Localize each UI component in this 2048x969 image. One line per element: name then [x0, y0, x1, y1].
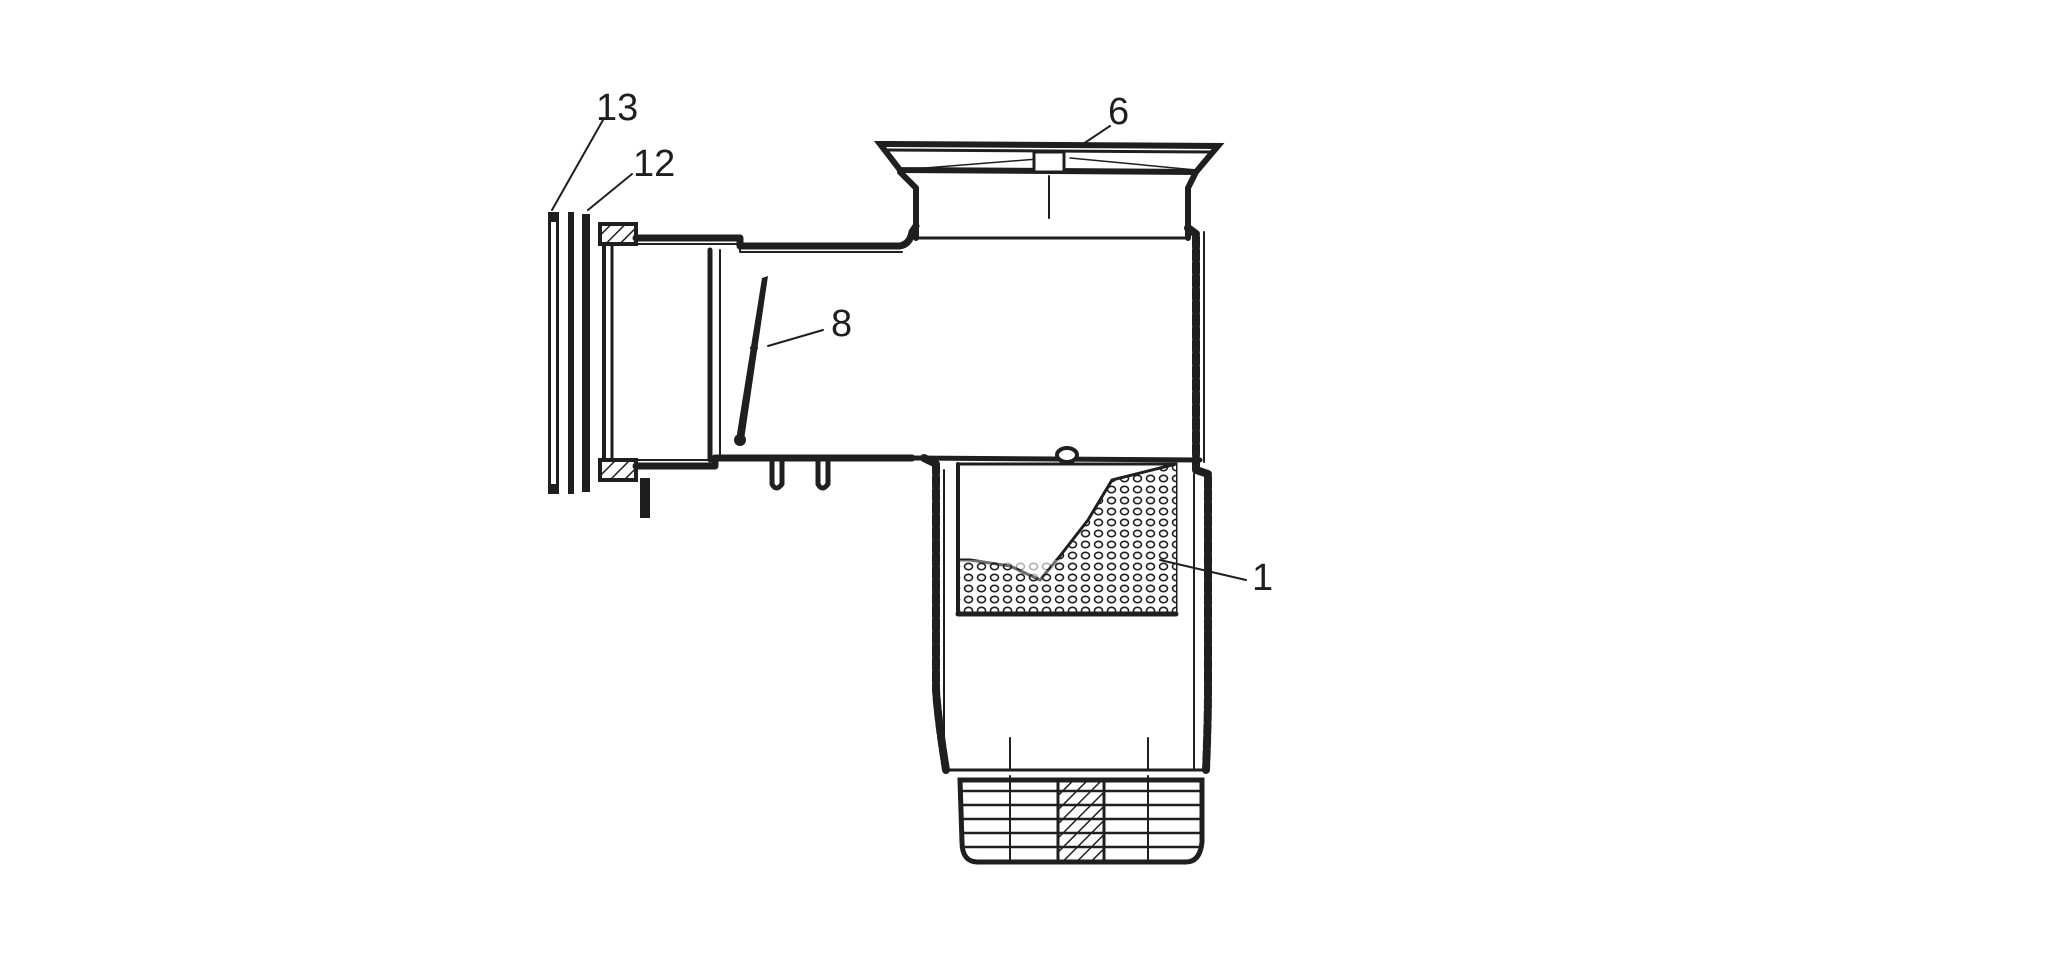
- gasket-12: [568, 212, 590, 494]
- weir-flap-8: [734, 276, 768, 446]
- front-flange: [598, 222, 650, 518]
- leader-lines: [551, 119, 1247, 581]
- inlet-mouth: [632, 222, 920, 491]
- callout-12: 12: [633, 143, 675, 185]
- threaded-outlet: [957, 775, 1205, 865]
- callout-1: 1: [1252, 557, 1273, 599]
- top-lid-6: [873, 140, 1225, 241]
- callout-8: 8: [831, 303, 852, 345]
- callout-13: 13: [596, 87, 638, 129]
- lower-chamber: [920, 454, 1212, 774]
- main-body: [909, 224, 1205, 464]
- callout-6: 6: [1108, 91, 1129, 133]
- gasket-13: [548, 212, 559, 494]
- basket-1: [955, 462, 1179, 617]
